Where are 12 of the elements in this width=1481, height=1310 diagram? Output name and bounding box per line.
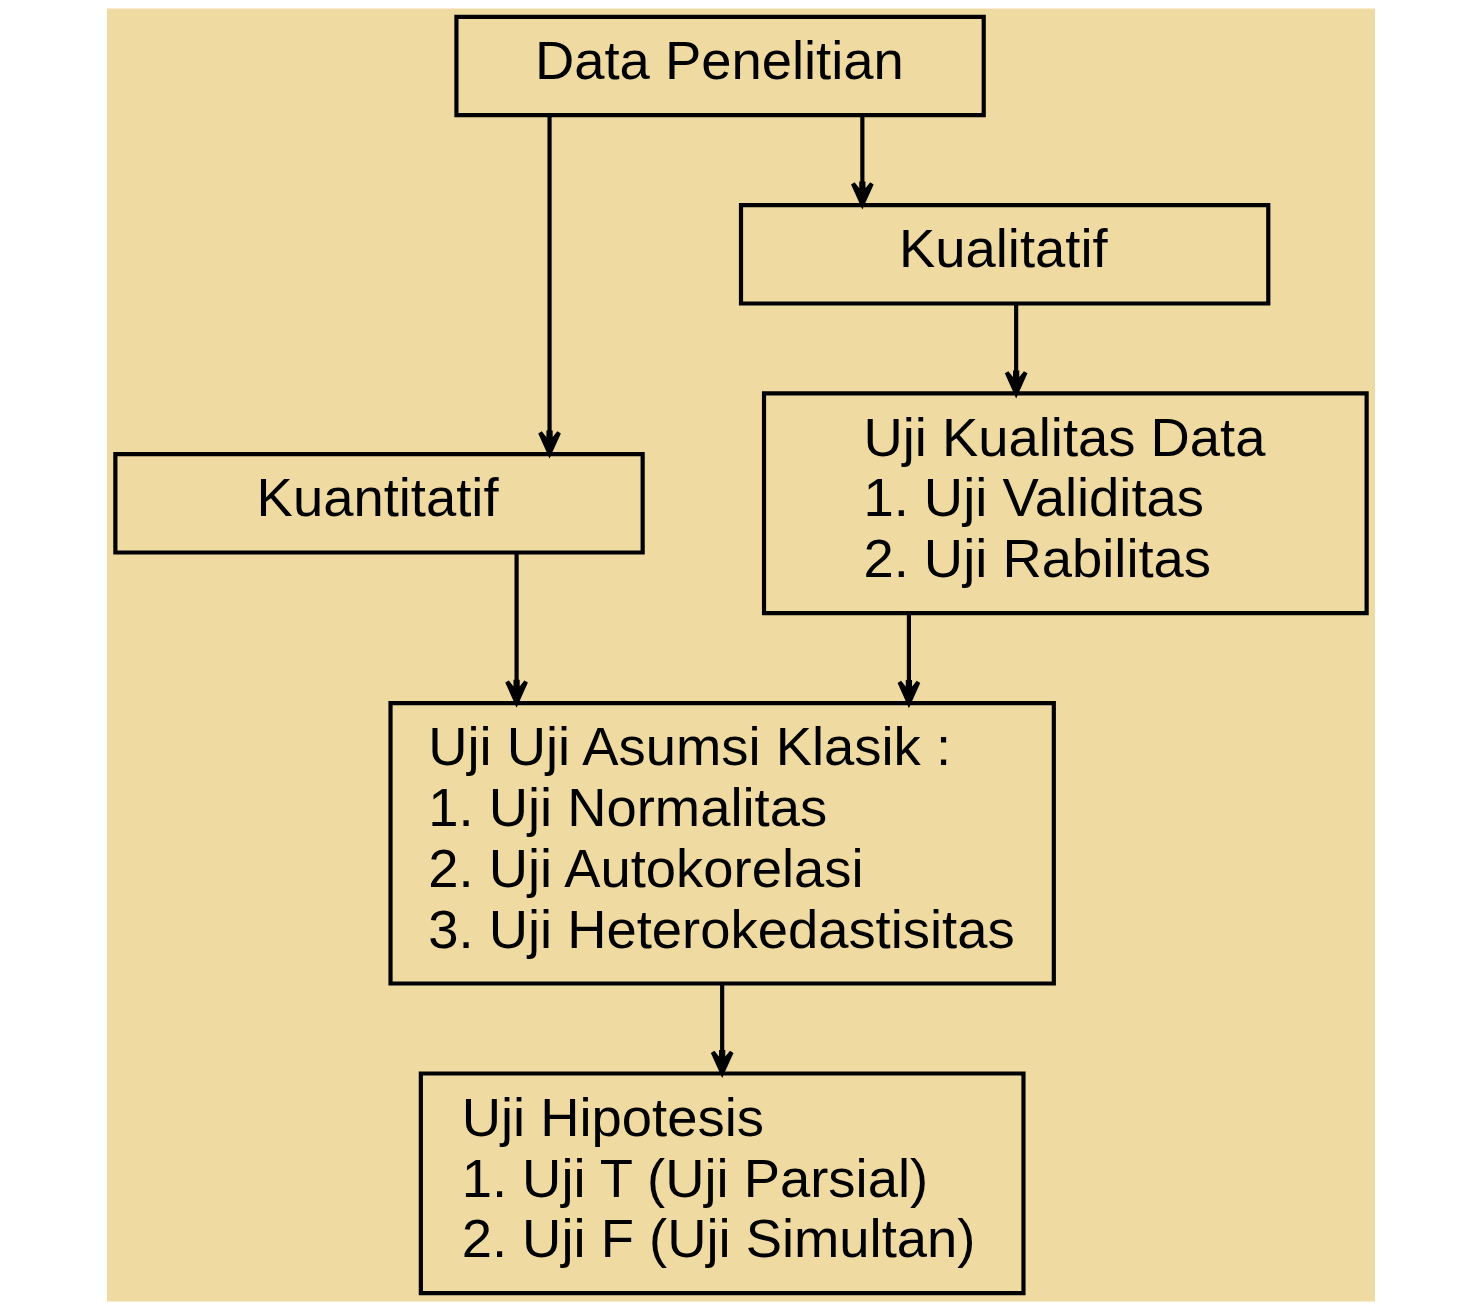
node-box: Data Penelitian bbox=[453, 14, 986, 118]
node-box: Uji Uji Asumsi Klasik : 1. Uji Normalitas 2. Uji Autokorelasi 3. Uji Heterokedastisitas bbox=[387, 701, 1056, 986]
arrow bbox=[710, 983, 734, 1076]
arrow bbox=[504, 552, 528, 705]
arrow bbox=[537, 115, 561, 456]
node-box: Kualitatif bbox=[738, 203, 1270, 306]
arrow bbox=[1004, 303, 1028, 396]
arrow bbox=[896, 613, 920, 706]
node-box: Kuantitatif bbox=[112, 452, 645, 555]
node-box: Uji Kualitas Data 1. Uji Validitas 2. Uji Rabilitas bbox=[761, 391, 1369, 616]
node-box: Uji Hipotesis 1. Uji T (Uji Parsial) 2. Uji F (Uji Simultan) bbox=[418, 1071, 1026, 1296]
arrow bbox=[850, 115, 874, 207]
